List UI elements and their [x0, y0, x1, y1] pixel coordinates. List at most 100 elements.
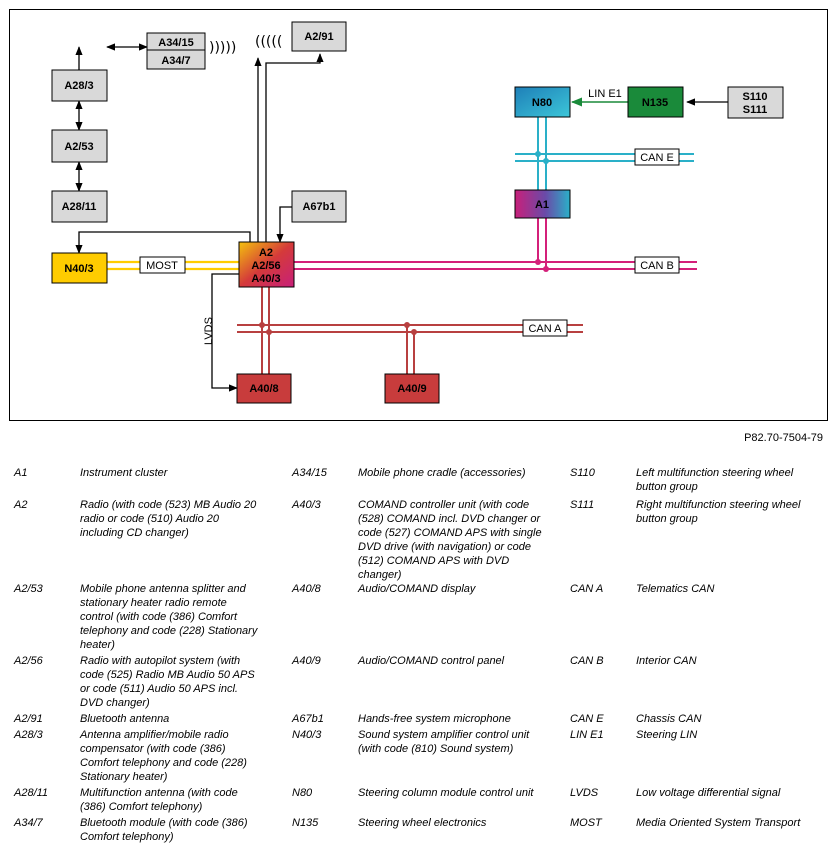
legend-description: Radio (with code (523) MB Audio 20 radio… [80, 499, 257, 539]
can-e-node [535, 151, 541, 157]
legend-description: Audio/COMAND display [358, 583, 476, 595]
label-a40-9: A40/9 [397, 383, 426, 395]
can-b-node [543, 266, 549, 272]
legend-description: Radio with autopilot system (with code (… [80, 655, 255, 709]
legend-description: Sound system amplifier control unit (wit… [358, 729, 530, 755]
legend-code: A2 [14, 499, 28, 511]
can-a-node [259, 322, 265, 328]
most-label-box [139, 256, 186, 274]
can-a-label: CAN A [528, 323, 562, 335]
legend-description: Left multifunction steering wheel button… [636, 467, 794, 493]
label-a2: A2 [259, 247, 273, 259]
legend-description: Low voltage differential signal [636, 787, 781, 799]
legend-description: Bluetooth module (with code (386) Comfor… [80, 817, 248, 843]
legend-code: A67b1 [292, 713, 324, 725]
legend-description: COMAND controller unit (with code (528) … [358, 499, 542, 581]
label-a34-15: A34/15 [158, 37, 193, 49]
box-a2-91 [291, 21, 347, 52]
box-a40-9 [384, 373, 440, 404]
box-a34-7 [146, 49, 206, 70]
label-a28-11: A28/11 [62, 201, 97, 213]
legend-code: CAN B [570, 655, 604, 667]
label-n135: N135 [642, 97, 668, 109]
legend-code: LIN E1 [570, 729, 604, 741]
label-a34-7: A34/7 [161, 55, 190, 67]
legend-code: A40/9 [292, 655, 321, 667]
connection-lines [75, 43, 728, 392]
legend-description: Mobile phone antenna splitter and statio… [80, 583, 258, 651]
legend-code: A28/3 [14, 729, 43, 741]
label-n40-3: N40/3 [64, 263, 93, 275]
legend-description: Audio/COMAND control panel [358, 655, 505, 667]
legend-code: MOST [570, 817, 602, 829]
legend-code: N135 [292, 817, 319, 829]
label-s111: S111 [743, 104, 767, 116]
diagram-frame [9, 9, 828, 421]
legend-description: Multifunction antenna (with code (386) C… [80, 787, 238, 813]
legend-code: A34/7 [14, 817, 43, 829]
can-e-label: CAN E [640, 152, 674, 164]
legend-code: A28/11 [14, 787, 49, 799]
legend-code: N40/3 [292, 729, 322, 741]
legend-description: Right multifunction steering wheel butto… [636, 499, 801, 525]
can-b-label-box [634, 256, 680, 274]
legend-code: CAN E [570, 713, 604, 725]
can-a-label-box [522, 319, 568, 337]
legend-code: N80 [292, 787, 313, 799]
legend-code: S111 [570, 499, 595, 511]
legend-code: A1 [14, 467, 28, 479]
box-n40-3 [51, 252, 108, 284]
can-b-label: CAN B [640, 260, 674, 272]
wireless-signal-icon: ((((( [255, 34, 282, 50]
legend-code: LVDS [570, 787, 599, 799]
legend-code: S110 [570, 467, 595, 479]
box-a2-53 [51, 129, 108, 163]
label-a40-3: A40/3 [251, 273, 280, 285]
legend-description: Instrument cluster [80, 467, 168, 479]
legend-description: Steering LIN [636, 729, 698, 741]
legend-code: CAN A [570, 583, 604, 595]
label-a40-8: A40/8 [249, 383, 278, 395]
legend-code: A40/3 [292, 499, 321, 511]
box-a40-8 [236, 373, 292, 404]
network-diagram: ))))) ((((( A34/15 A34/7 A2/91 A28/3 A2/… [9, 9, 828, 421]
wireless-signal-icon: ))))) [209, 40, 236, 56]
legend-description: Media Oriented System Transport [636, 817, 801, 829]
label-a1: A1 [535, 199, 549, 211]
legend-code: A34/15 [292, 467, 327, 479]
box-a28-3 [51, 69, 108, 102]
legend-code: A2/56 [14, 655, 43, 667]
can-b-node [535, 259, 541, 265]
label-a2-91: A2/91 [304, 31, 333, 43]
legend-code: A2/53 [14, 583, 43, 595]
legend-description: Antenna amplifier/mobile radio compensat… [80, 729, 247, 783]
can-a-node [411, 329, 417, 335]
legend-description: Mobile phone cradle (accessories) [358, 467, 526, 479]
legend-code: A40/8 [292, 583, 321, 595]
box-a67b1 [291, 190, 347, 223]
box-a28-11 [51, 190, 108, 223]
can-a-node [266, 329, 272, 335]
box-n80 [514, 86, 571, 118]
legend-description: Interior CAN [636, 655, 697, 667]
label-a28-3: A28/3 [64, 80, 93, 92]
legend-description: Hands-free system microphone [358, 713, 511, 725]
can-b-bus [294, 218, 697, 270]
can-e-node [543, 158, 549, 164]
legend-description: Chassis CAN [636, 713, 702, 725]
figure-reference: P82.70-7504-79 [744, 432, 823, 444]
box-a1 [514, 189, 571, 219]
label-s110: S110 [742, 91, 767, 103]
legend-description: Steering wheel electronics [358, 817, 487, 829]
legend-description: Bluetooth antenna [80, 713, 170, 725]
legend-code: A2/91 [14, 713, 43, 725]
most-label: MOST [146, 260, 178, 272]
box-n135 [627, 86, 684, 118]
label-a2-53: A2/53 [64, 141, 93, 153]
legend-description: Telematics CAN [636, 583, 715, 595]
box-a2-stack [238, 241, 295, 288]
label-a2-56: A2/56 [251, 260, 280, 272]
lin-e1-label: LIN E1 [588, 88, 622, 100]
lvds-label: LVDS [203, 317, 215, 345]
can-a-node [404, 322, 410, 328]
